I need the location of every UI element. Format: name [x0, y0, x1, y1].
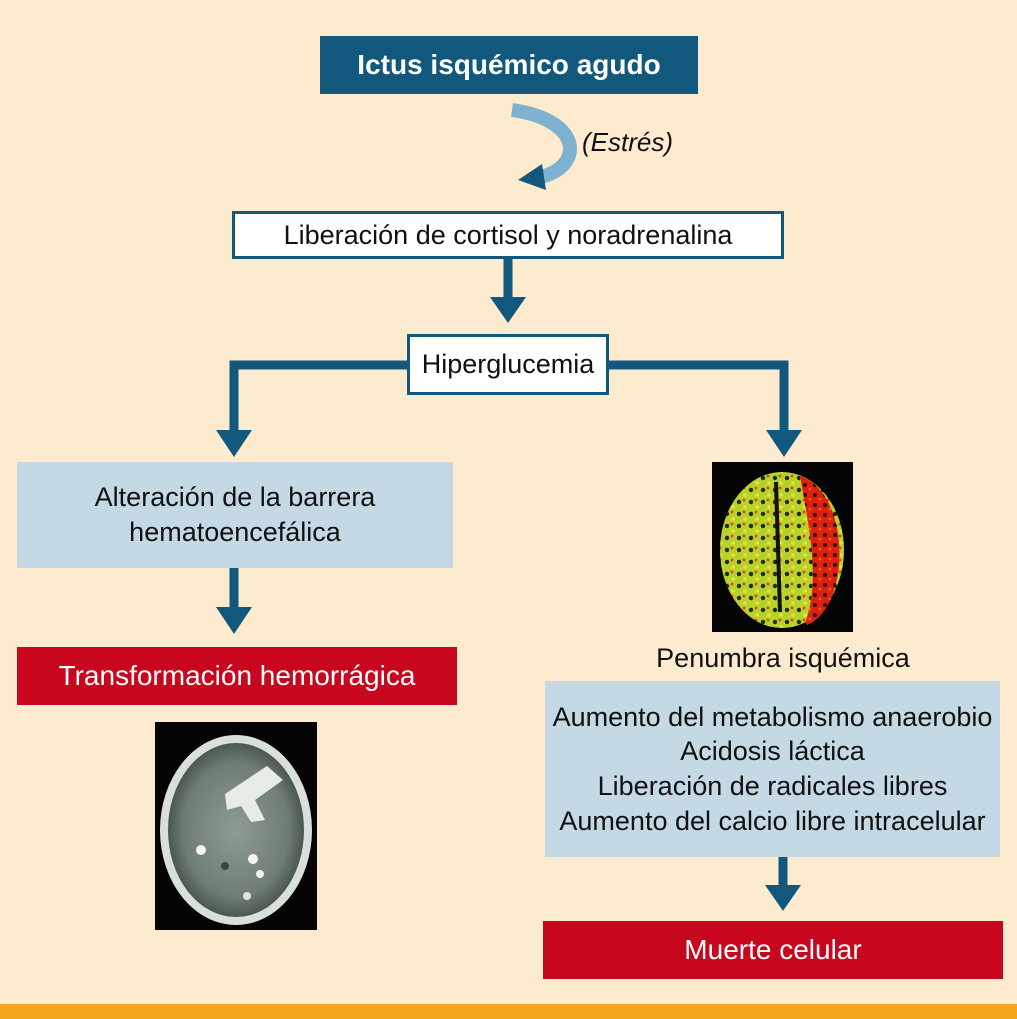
liberacion-box: Liberación de cortisol y noradrenalina: [232, 211, 784, 259]
muerte-label: Muerte celular: [684, 934, 862, 965]
alteracion-line-2: hematoencefálica: [129, 517, 341, 547]
transformacion-label: Transformación hemorrágica: [58, 660, 416, 691]
estres-label: (Estrés): [582, 127, 673, 157]
efecto-3: Liberación de radicales libres: [597, 771, 948, 801]
hiperglucemia-label: Hiperglucemia: [421, 349, 595, 379]
brain-perfusion-map-image: [712, 462, 853, 632]
hiperglucemia-box: Hiperglucemia: [407, 334, 609, 395]
curved-arrow-head: [518, 164, 546, 190]
efecto-1: Aumento del metabolismo anaerobio: [552, 701, 993, 732]
alteracion-line-1: Alteración de la barrera: [94, 482, 376, 513]
curved-arrow-icon: [510, 103, 577, 185]
efecto-2: Acidosis láctica: [680, 736, 865, 767]
down-arrow-icon: [216, 607, 252, 634]
down-arrow-icon: [490, 297, 526, 323]
ictus-label: Ictus isquémico agudo: [357, 49, 661, 80]
down-arrow-icon: [766, 430, 802, 457]
penumbra-label: Penumbra isquémica: [656, 643, 910, 673]
bottom-bar: [0, 1004, 1017, 1019]
down-arrow-icon: [216, 430, 252, 457]
transformacion-box: Transformación hemorrágica: [17, 647, 457, 705]
alteracion-box: Alteración de la barrera hematoencefálic…: [17, 462, 453, 568]
ictus-box: Ictus isquémico agudo: [320, 36, 698, 94]
muerte-box: Muerte celular: [543, 921, 1003, 979]
efectos-box: Aumento del metabolismo anaerobio Acidos…: [545, 681, 1000, 857]
efecto-4: Aumento del calcio libre intracelular: [559, 805, 986, 836]
down-arrow-icon: [765, 885, 801, 911]
liberacion-label: Liberación de cortisol y noradrenalina: [283, 219, 733, 250]
brain-ct-scan-image: [155, 722, 317, 930]
